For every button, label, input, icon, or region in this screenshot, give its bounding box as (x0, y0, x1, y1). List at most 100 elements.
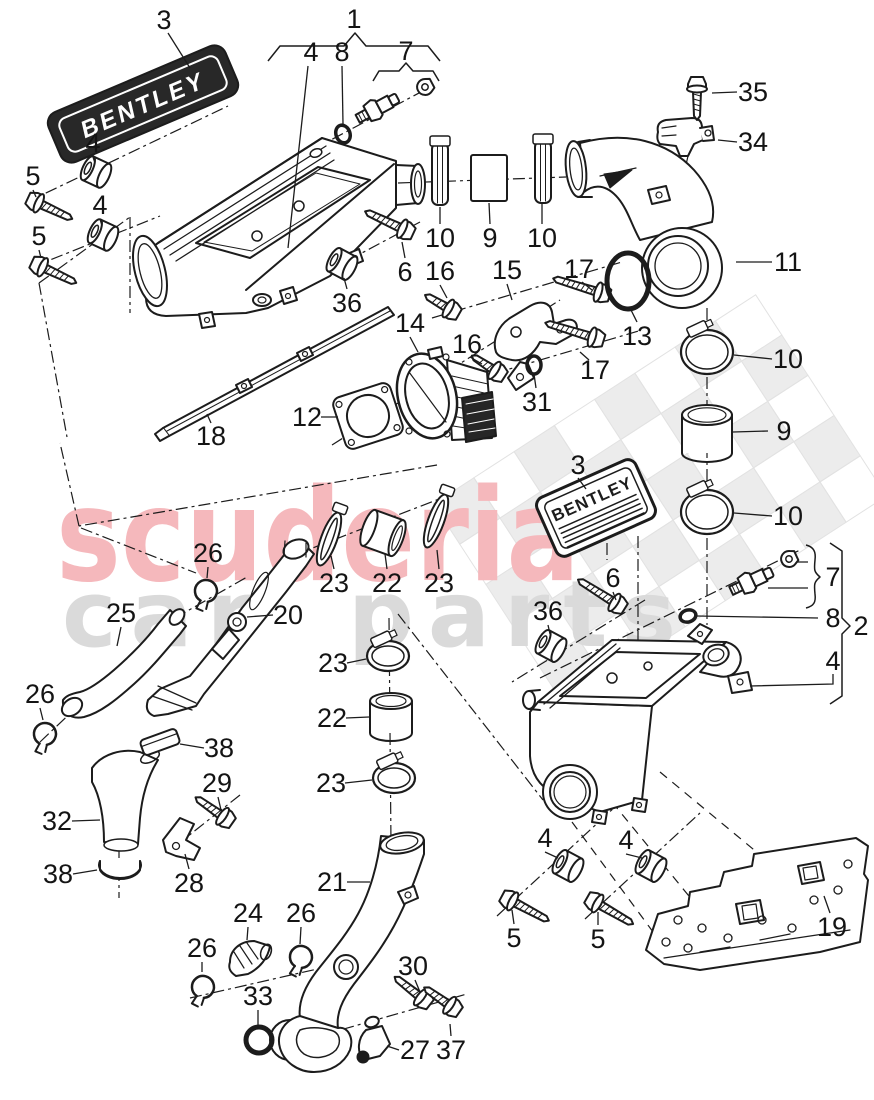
part-number-label: 8 (825, 603, 840, 633)
part-callout-5: 5 (31, 221, 47, 259)
bolt (552, 275, 613, 304)
pressure-pipe-21 (269, 831, 425, 1073)
part-callout-7: 7 (825, 562, 840, 592)
part-callout-10: 10 (425, 207, 455, 253)
part-callout-22: 22 (372, 553, 402, 598)
part-number-label: 14 (395, 308, 425, 338)
bolt (544, 320, 607, 349)
part-callout-16: 16 (452, 329, 483, 365)
hose-clamp-side (429, 135, 451, 206)
part-number-label: 9 (776, 416, 791, 446)
intercooler-upper (132, 137, 426, 329)
spring-clamp (32, 721, 58, 755)
part-callout-4: 4 (618, 825, 643, 859)
part-callout-14: 14 (395, 308, 425, 353)
part-callout-24: 24 (233, 898, 263, 941)
bolt (423, 986, 464, 1019)
part-callout-35: 35 (711, 77, 768, 107)
part-callout-10: 10 (733, 501, 803, 531)
part-callout-4: 4 (537, 823, 559, 859)
part-callout-10: 10 (527, 204, 557, 253)
part-callout-17: 17 (579, 351, 610, 385)
intercooler-lower (522, 623, 753, 825)
part-number-label: 26 (187, 933, 217, 963)
support-band (98, 860, 142, 881)
part-callout-23: 23 (318, 648, 367, 678)
part-number-label: 31 (522, 387, 552, 417)
part-number-label: 9 (482, 223, 497, 253)
o-ring (678, 608, 698, 624)
spring-clamp (190, 974, 216, 1008)
bolt (194, 796, 237, 830)
bracket-group-7-top (372, 62, 440, 82)
part-number-label: 18 (196, 421, 226, 451)
hose-clamp-side (532, 133, 554, 204)
elbow-duct-11 (564, 136, 723, 309)
part-callout-16: 16 (425, 256, 455, 299)
part-number-label: 38 (43, 859, 73, 889)
temperature-sensor (728, 566, 775, 596)
hose-clamp (679, 478, 735, 536)
part-callout-31: 31 (522, 373, 552, 417)
part-number-label: 23 (319, 568, 349, 598)
part-callout-8: 8 (334, 37, 350, 125)
part-callout-7: 7 (398, 36, 413, 66)
part-callout-37: 37 (436, 1023, 466, 1065)
artwork: BENTLEY BENTLEY (46, 44, 869, 1073)
part-number-label: 30 (398, 951, 428, 981)
hose-25 (60, 608, 187, 719)
part-number-label: 33 (243, 981, 273, 1011)
part-callout-10: 10 (733, 344, 803, 374)
part-number-label: 3 (570, 450, 585, 480)
rubber-bushing (86, 218, 120, 252)
bracket-group-1 (267, 32, 441, 62)
bracket-28 (162, 817, 201, 861)
spring-clamp (193, 578, 219, 612)
part-number-label: 36 (332, 288, 362, 318)
hose-clamp (371, 751, 417, 795)
part-number-label: 5 (590, 924, 605, 954)
part-number-label: 7 (825, 562, 840, 592)
hose-clamp-edge (422, 483, 456, 549)
sleeve-square (470, 154, 508, 202)
part-callout-4: 4 (287, 37, 319, 249)
hose-32 (91, 749, 161, 852)
rubber-bushing (325, 247, 359, 281)
part-number-label: 13 (622, 321, 652, 351)
part-callout-9: 9 (482, 202, 498, 253)
part-number-label: 23 (316, 768, 346, 798)
mounting-plate-19 (645, 837, 869, 971)
support-bracket-15 (493, 301, 578, 391)
bolt (498, 889, 550, 923)
part-callout-5: 5 (25, 161, 41, 198)
part-callout-38: 38 (43, 859, 98, 889)
part-number-label: 1 (346, 4, 361, 34)
part-callout-9: 9 (732, 416, 792, 446)
part-number-label: 16 (425, 256, 455, 286)
part-number-label: 19 (817, 912, 847, 942)
hose-clamp (365, 629, 411, 673)
part-callout-32: 32 (42, 806, 101, 836)
part-callout-33: 33 (243, 981, 273, 1026)
connector-elbow-24 (228, 940, 273, 977)
part-callout-15: 15 (492, 255, 522, 301)
part-number-label: 5 (25, 161, 40, 191)
part-number-label: 15 (492, 255, 522, 285)
bolt (470, 354, 509, 383)
rubber-bushing (551, 849, 585, 883)
part-number-label: 35 (738, 77, 768, 107)
part-number-label: 4 (825, 646, 840, 676)
part-number-label: 21 (317, 867, 347, 897)
part-number-label: 8 (334, 37, 349, 67)
small-parts-layer (24, 76, 800, 1056)
part-callout-38: 38 (179, 733, 234, 763)
part-callout-4: 4 (92, 190, 108, 227)
part-callout-36: 36 (332, 277, 362, 318)
part-callout-3: 3 (156, 5, 191, 69)
throttle-gasket-12 (332, 382, 404, 450)
part-number-label: 6 (397, 257, 412, 287)
part-number-label: 12 (292, 402, 322, 432)
part-callout-26: 26 (187, 933, 217, 972)
